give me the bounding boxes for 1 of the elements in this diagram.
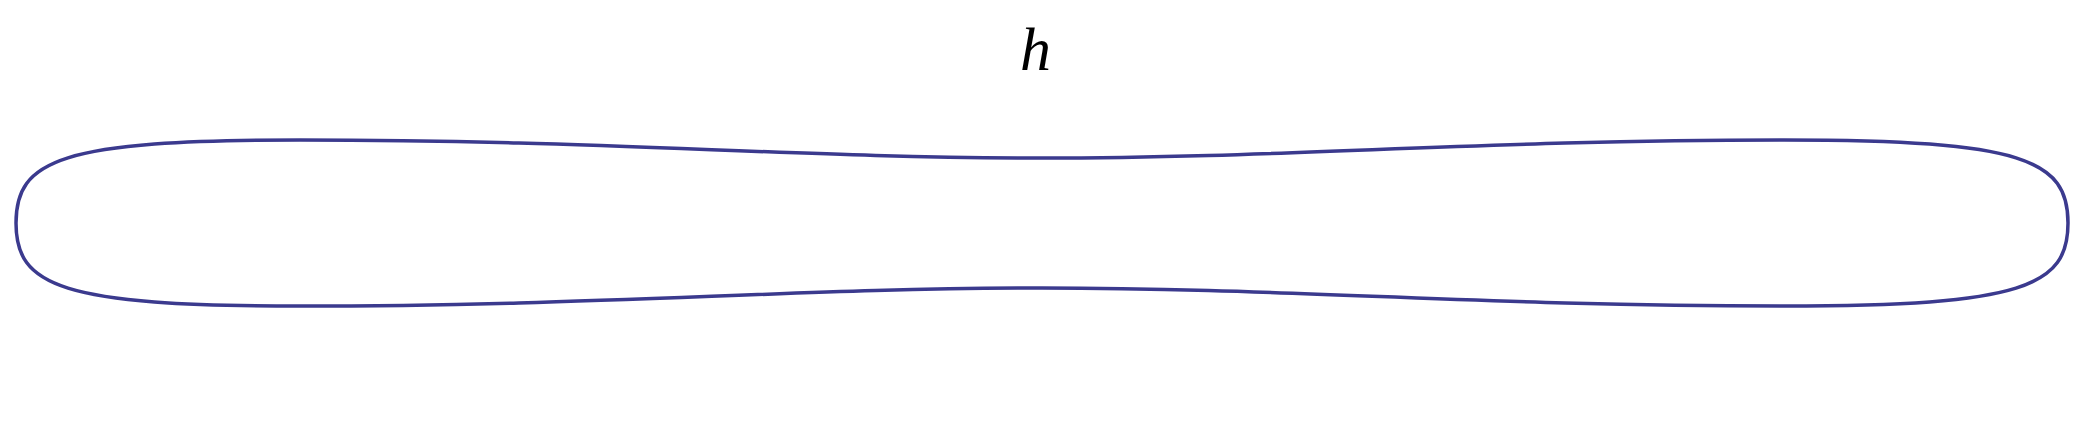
- curve-label: h: [1020, 18, 1051, 80]
